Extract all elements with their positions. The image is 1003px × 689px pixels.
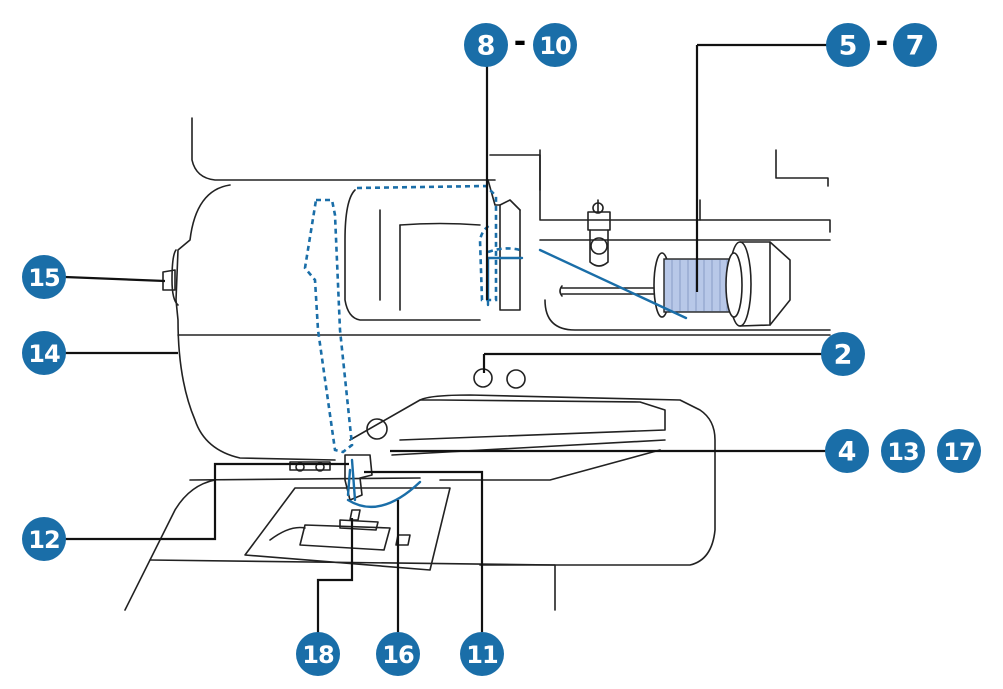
- callout-12-label: 12: [28, 526, 59, 554]
- callout-13-label: 13: [887, 438, 918, 466]
- callout-13: 13: [881, 429, 925, 473]
- sewing-machine-illustration: [124, 117, 831, 611]
- leader-15: [64, 275, 166, 283]
- leader-11: [364, 470, 484, 632]
- callout-10-label: 10: [539, 32, 571, 60]
- callout-18: 18: [296, 632, 340, 676]
- callout-15-label: 15: [28, 264, 60, 292]
- leader-12: [62, 462, 349, 541]
- callouts: 8 - 10 5 - 7 15 14 2 4: [22, 23, 981, 676]
- callout-18-label: 18: [302, 641, 334, 669]
- callout-14: 14: [22, 331, 66, 375]
- callout-15: 15: [22, 255, 66, 299]
- callout-7-label: 7: [906, 31, 925, 62]
- callout-2-label: 2: [834, 340, 853, 371]
- callout-11-label: 11: [466, 641, 498, 669]
- callout-16-label: 16: [382, 641, 414, 669]
- leader-18: [316, 518, 354, 634]
- callout-10: 10: [533, 23, 577, 67]
- callout-8: 8: [464, 23, 508, 67]
- callout-5: 5: [826, 23, 870, 67]
- callout-8-label: 8: [477, 31, 496, 62]
- callout-5-7-dash: -: [876, 25, 888, 60]
- callout-4: 4: [825, 429, 869, 473]
- callout-5-label: 5: [839, 31, 858, 62]
- callout-11: 11: [460, 632, 504, 676]
- callout-16: 16: [376, 632, 420, 676]
- callout-2: 2: [821, 332, 865, 376]
- callout-7: 7: [893, 23, 937, 67]
- callout-8-10-dash: -: [514, 25, 526, 60]
- callout-14-label: 14: [28, 340, 60, 368]
- callout-17-label: 17: [943, 438, 974, 466]
- leader-lines: [62, 43, 838, 634]
- callout-12: 12: [22, 517, 66, 561]
- callout-17: 17: [937, 429, 981, 473]
- callout-4-label: 4: [838, 437, 857, 468]
